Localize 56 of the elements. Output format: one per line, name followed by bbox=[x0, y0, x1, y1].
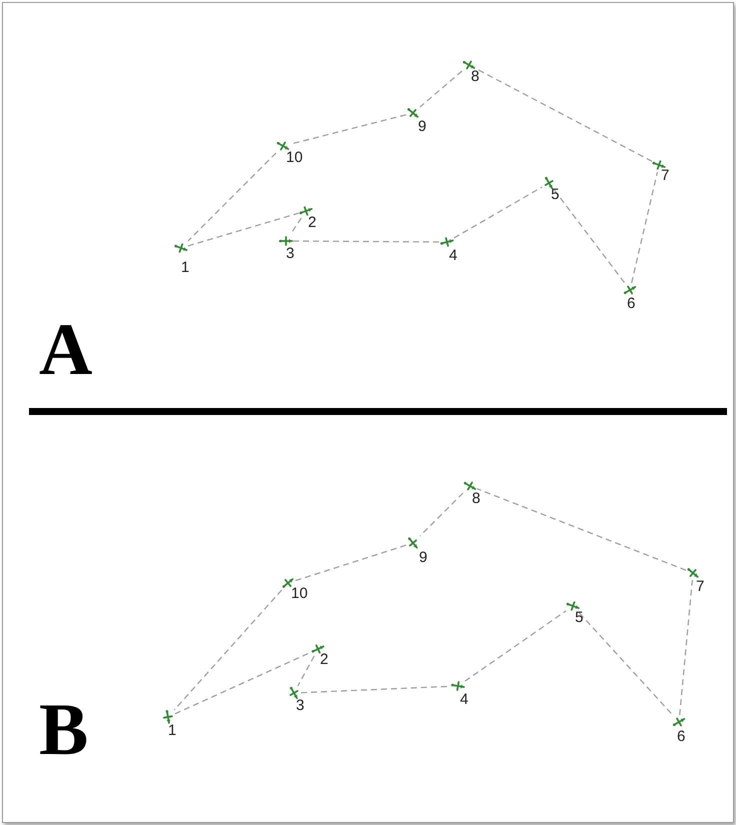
dashed-connector bbox=[476, 488, 686, 571]
point-number: 3 bbox=[296, 698, 304, 713]
point-number: 5 bbox=[551, 187, 560, 202]
point-number: 6 bbox=[677, 729, 686, 744]
point-number: 2 bbox=[308, 215, 316, 230]
dashed-connector bbox=[420, 70, 462, 108]
dashed-connector bbox=[293, 240, 440, 243]
point-number: 9 bbox=[418, 119, 426, 134]
point-number: 6 bbox=[627, 296, 636, 311]
point-number: 8 bbox=[471, 69, 480, 84]
point-number: 7 bbox=[661, 168, 670, 183]
pose-marker-icon bbox=[440, 235, 454, 249]
pose-marker-icon bbox=[406, 106, 420, 120]
pose-marker-icon bbox=[686, 566, 700, 580]
point-number: 9 bbox=[419, 550, 428, 565]
point-number: 2 bbox=[320, 652, 328, 667]
point-number: 1 bbox=[181, 260, 190, 275]
panel-letter: A bbox=[39, 313, 92, 387]
dashed-connector bbox=[476, 68, 652, 162]
dashed-connector bbox=[420, 492, 464, 536]
pose-marker-icon bbox=[672, 715, 686, 729]
point-number: 3 bbox=[286, 246, 294, 261]
pose-marker-icon bbox=[451, 679, 465, 693]
dashed-connector bbox=[188, 212, 300, 246]
dashed-connector bbox=[464, 610, 566, 682]
pose-marker-icon bbox=[566, 599, 580, 613]
dashed-connector bbox=[294, 544, 406, 582]
dashed-connector bbox=[297, 656, 315, 686]
dashed-connector bbox=[188, 152, 276, 242]
pose-marker-icon bbox=[542, 176, 556, 190]
point-number: 10 bbox=[286, 150, 303, 165]
dashed-connector bbox=[174, 590, 282, 710]
pose-marker-icon bbox=[174, 241, 188, 255]
dashed-connector bbox=[578, 612, 674, 716]
point-number: 10 bbox=[291, 586, 308, 601]
pose-marker-icon bbox=[161, 710, 175, 724]
pose-marker-icon bbox=[462, 58, 476, 72]
panel-letter: B bbox=[39, 693, 88, 767]
pose-marker-icon bbox=[287, 686, 301, 700]
point-number: 8 bbox=[472, 491, 480, 506]
point-number: 5 bbox=[575, 610, 584, 625]
dashed-connector bbox=[290, 218, 302, 234]
point-number: 7 bbox=[696, 579, 704, 594]
dashed-connector bbox=[679, 580, 693, 716]
pose-marker-icon bbox=[299, 204, 313, 218]
pose-marker-icon bbox=[463, 479, 477, 493]
dashed-connector bbox=[631, 172, 658, 284]
point-number: 4 bbox=[449, 248, 458, 263]
pose-marker-icon bbox=[406, 536, 420, 550]
point-number: 4 bbox=[460, 692, 468, 707]
pose-marker-icon bbox=[276, 139, 290, 153]
dashed-connector bbox=[554, 190, 626, 284]
dashed-connector bbox=[454, 186, 542, 238]
pose-marker-icon bbox=[279, 234, 293, 248]
point-number: 1 bbox=[168, 723, 176, 738]
pose-marker-icon bbox=[623, 283, 637, 297]
